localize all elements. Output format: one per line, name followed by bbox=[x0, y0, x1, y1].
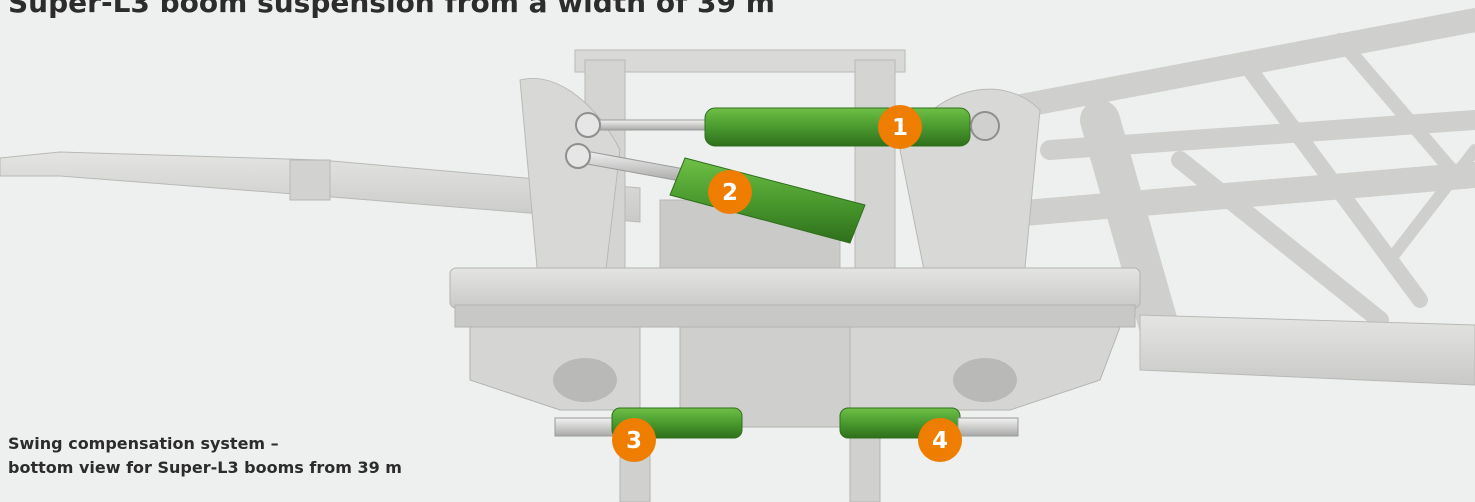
marker-badge bbox=[708, 170, 752, 214]
marker-4: 4 bbox=[918, 418, 962, 462]
marker-2: 2 bbox=[708, 170, 752, 214]
right-boom-lower-beam bbox=[1139, 314, 1475, 386]
caption-line-2: bottom view for Super-L3 booms from 39 m bbox=[8, 458, 402, 477]
marker-1: 1 bbox=[878, 105, 922, 149]
marker-number: 3 bbox=[626, 428, 642, 454]
marker-badge bbox=[878, 105, 922, 149]
main-cross-beam bbox=[449, 267, 1141, 502]
upper-frame bbox=[519, 49, 1041, 321]
marker-badge bbox=[612, 418, 656, 462]
caption-line-1: Swing compensation system – bbox=[8, 434, 279, 453]
right-boom-truss bbox=[987, 8, 1475, 350]
marker-number: 2 bbox=[722, 180, 738, 206]
page-title: Super-L3 boom suspension from a width of… bbox=[8, 0, 775, 19]
image-caption: Swing compensation system – bottom view … bbox=[8, 432, 428, 480]
hydraulic-cylinder-1 bbox=[575, 107, 1000, 147]
marker-badge bbox=[918, 418, 962, 462]
left-boom-arm bbox=[0, 151, 641, 223]
marker-number: 4 bbox=[932, 428, 948, 454]
marker-number: 1 bbox=[892, 115, 908, 141]
marker-3: 3 bbox=[612, 418, 656, 462]
